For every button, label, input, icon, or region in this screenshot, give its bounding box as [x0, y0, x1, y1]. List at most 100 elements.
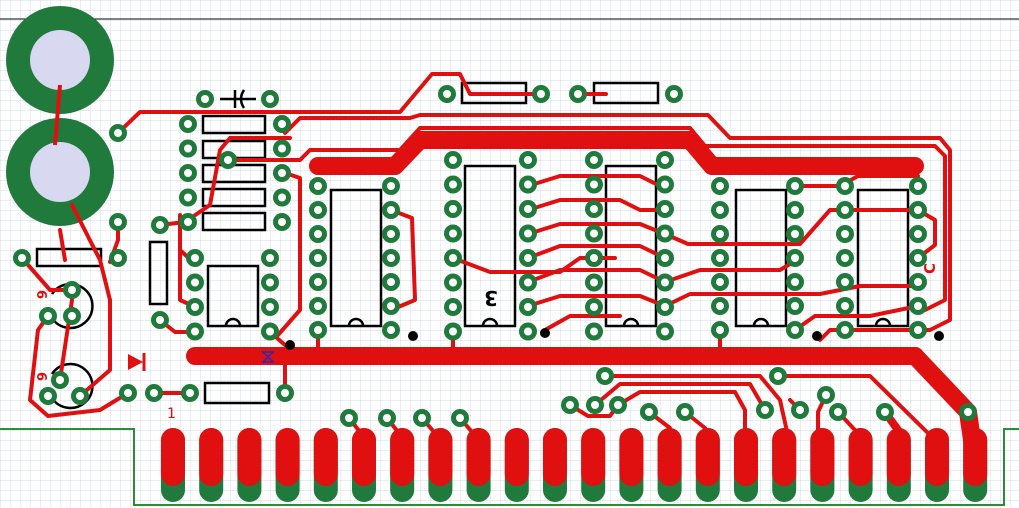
diode-arrow — [128, 354, 143, 370]
pad-hole — [791, 278, 799, 286]
trace-left-resistors — [183, 136, 292, 224]
pad-hole — [791, 326, 799, 334]
pad-hole — [590, 254, 598, 262]
pad-hole — [670, 90, 678, 98]
pad-hole — [449, 278, 457, 287]
pad-hole — [524, 327, 532, 336]
pad-hole — [661, 205, 669, 213]
pad-hole — [314, 182, 322, 190]
trace-mount-to-resistor — [58, 228, 67, 262]
pad-hole — [156, 316, 164, 324]
pad-hole — [44, 312, 52, 320]
pad-hole — [266, 95, 274, 103]
pad-hole — [278, 120, 286, 128]
pad-hole — [716, 302, 724, 310]
pad-hole — [449, 156, 457, 164]
pad-hole — [201, 95, 209, 103]
pad-hole — [661, 254, 669, 262]
edge-finger-top — [657, 428, 682, 486]
resistor-outline-r7 — [201, 211, 267, 232]
pad-hole — [791, 254, 799, 262]
pad-hole — [601, 372, 609, 380]
pad-hole — [449, 180, 457, 189]
pad-hole — [914, 254, 922, 262]
pad-hole — [184, 120, 192, 128]
pad-hole — [661, 156, 669, 164]
bus-trace-7 — [776, 374, 937, 442]
pad-hole — [266, 327, 274, 336]
pad-hole — [524, 254, 532, 262]
pad-hole — [191, 327, 199, 336]
ic-marker-label: 3 — [484, 286, 498, 310]
pad-hole — [266, 254, 274, 262]
jumper-shape — [261, 351, 275, 363]
edge-finger-top — [543, 428, 567, 486]
pad-hole — [614, 401, 622, 409]
vias — [285, 328, 944, 350]
pad-hole — [716, 326, 724, 334]
small-c-label: C — [921, 263, 939, 274]
pad-hole — [278, 144, 286, 153]
pad-hole — [791, 230, 799, 238]
pad-hole — [186, 389, 194, 397]
pad-hole — [761, 406, 769, 414]
trace-u3-u4-h — [543, 314, 622, 332]
trace-top-left — [116, 72, 542, 135]
pad-hole — [661, 180, 669, 189]
mounting-holes — [6, 6, 114, 226]
resistor-outline-r6 — [201, 187, 267, 208]
pad-hole — [124, 389, 132, 397]
pad-hole — [18, 254, 26, 262]
led-a-label: 6 — [33, 290, 48, 299]
pad-hole — [716, 278, 724, 286]
pad-hole — [590, 156, 598, 164]
pad-hole — [383, 414, 391, 422]
pad-hole — [449, 205, 457, 213]
pad-hole — [314, 278, 322, 286]
trace-u3-u4-c — [526, 198, 667, 212]
edge-finger-top — [695, 428, 720, 486]
ic-outline-u2 — [329, 188, 383, 328]
pad-hole — [387, 278, 395, 286]
pad-hole — [841, 230, 849, 238]
trace-u3-u4-b — [526, 174, 662, 188]
pad-hole — [387, 254, 395, 262]
pad-hole — [449, 254, 457, 262]
trace-u4-u6-a — [663, 208, 920, 246]
edge-finger-top — [313, 428, 338, 486]
pad-hole — [822, 391, 830, 399]
pad-hole — [524, 278, 532, 287]
pad-hole — [456, 414, 464, 422]
trace-loop-inner — [226, 126, 947, 312]
pad-hole — [314, 230, 322, 238]
pad-hole — [914, 302, 922, 310]
pad-hole — [661, 303, 669, 311]
trace-mount-to-led — [70, 203, 112, 398]
pad-hole — [645, 408, 653, 416]
pad-hole — [156, 221, 164, 229]
trace-u4-u6-b — [663, 284, 920, 308]
pad-hole — [449, 303, 457, 311]
edge-finger-top — [810, 428, 835, 486]
via-dot — [285, 340, 295, 350]
pad-hole — [184, 144, 192, 153]
ic-outline-u1 — [206, 264, 260, 328]
pad-hole — [191, 278, 199, 287]
pad-hole — [191, 303, 199, 311]
pad-hole — [114, 129, 122, 137]
pad-hole — [418, 414, 426, 422]
pad-hole — [841, 254, 849, 262]
resistor-outline-r8 — [148, 240, 169, 306]
pad-hole — [537, 90, 545, 98]
edge-finger-top — [161, 428, 185, 486]
trace-led-b — [28, 314, 130, 418]
ic-outline-u6 — [856, 188, 910, 328]
edge-finger-top — [199, 428, 224, 486]
pad-hole — [387, 302, 395, 310]
board-outline — [0, 428, 1019, 506]
edge-finger-top — [963, 428, 988, 486]
pad-hole — [590, 327, 598, 336]
mount-hole-top-center — [30, 30, 90, 90]
pad-hole — [524, 303, 532, 311]
